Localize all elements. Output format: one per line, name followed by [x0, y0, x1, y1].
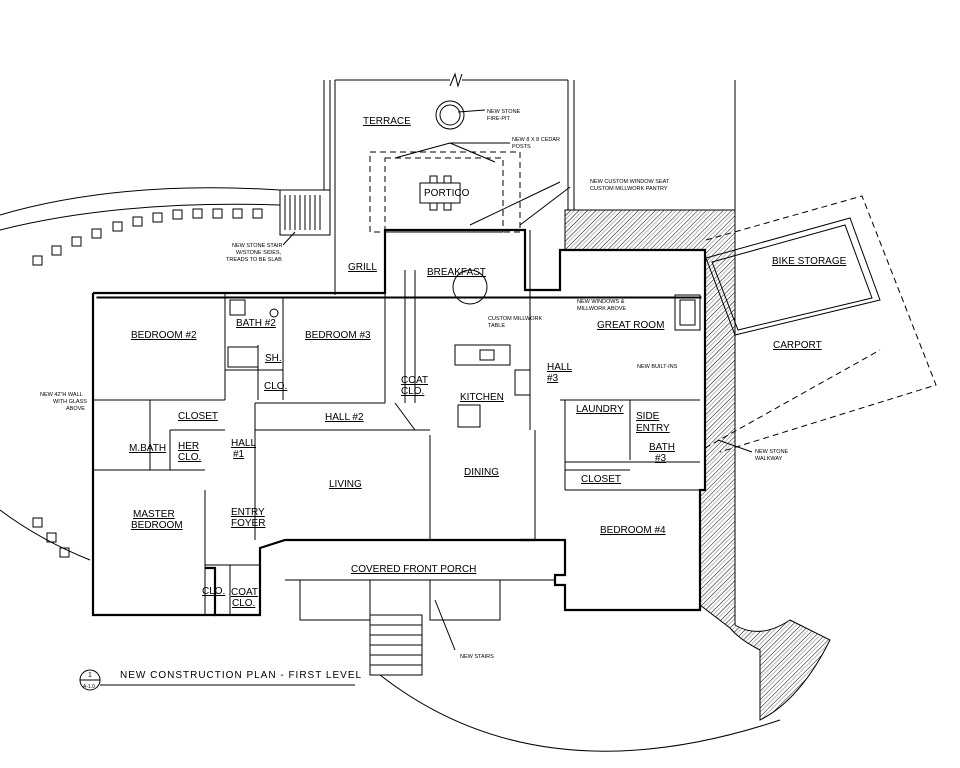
room-label-side-entry: SIDE: [636, 411, 660, 422]
note-stone-stair-2: W/STONE SIDES,: [236, 250, 282, 256]
room-label-bath-3: BATH: [649, 442, 675, 453]
bike-storage: [705, 217, 881, 336]
drawing-title: NEW CONSTRUCTION PLAN - FIRST LEVEL: [120, 670, 362, 681]
note-walkway: NEW STONE: [755, 449, 789, 455]
room-label-coat-closet-2: CLO.: [401, 386, 424, 397]
room-label-entry-foyer-2: FOYER: [231, 518, 265, 529]
room-label-bedroom-4: BEDROOM #4: [600, 525, 666, 536]
drawing-title-block: 1 A-1.0 NEW CONSTRUCTION PLAN - FIRST LE…: [79, 669, 362, 691]
note-window-seat: NEW CUSTOM WINDOW SEAT: [590, 179, 670, 185]
room-label-grill: GRILL: [348, 262, 377, 273]
note-windows: NEW WINDOWS &: [577, 299, 625, 305]
portico: [369, 142, 571, 233]
room-label-bath-3b: #3: [655, 453, 667, 464]
room-label-great-room: GREAT ROOM: [597, 320, 664, 331]
room-label-master-bedroom: MASTER: [133, 509, 175, 520]
sheet-number: 1: [88, 672, 92, 679]
note-fire-pit: NEW STONE: [487, 109, 521, 115]
room-label-hall-2: HALL #2: [325, 412, 364, 423]
note-42-wall-2: WITH GLASS: [53, 399, 87, 405]
note-pantry: CUSTOM MILLWORK PANTRY: [590, 186, 668, 192]
room-label-terrace: TERRACE: [363, 116, 411, 127]
room-label-bedroom-3: BEDROOM #3: [305, 330, 371, 341]
interior-walls: [93, 230, 700, 615]
note-42-wall-3: ABOVE: [66, 406, 85, 412]
fire-pit: [435, 100, 486, 130]
room-label-her-closet: HER: [178, 441, 199, 452]
exterior-walls: [91, 228, 707, 617]
room-label-covered-front-porch: COVERED FRONT PORCH: [351, 564, 476, 575]
room-label-side-entry-2: ENTRY: [636, 423, 670, 434]
room-label-hall-3b: #3: [547, 373, 559, 384]
room-label-bedroom-2: BEDROOM #2: [131, 330, 197, 341]
room-label-entry-foyer: ENTRY: [231, 507, 265, 518]
room-label-bike-storage: BIKE STORAGE: [772, 256, 847, 267]
sheet-reference: A-1.0: [83, 684, 95, 690]
room-label-living: LIVING: [329, 479, 362, 490]
room-label-dining: DINING: [464, 467, 499, 478]
terrace-boundary: [323, 72, 736, 295]
room-label-portico: PORTICO: [424, 188, 470, 199]
note-stone-stair: NEW STONE STAIR: [232, 243, 283, 249]
note-millwork-table: CUSTOM MILLWORK: [488, 316, 543, 322]
room-label-coat-closet-b2: CLO.: [232, 598, 255, 609]
carport: [704, 195, 937, 453]
note-walkway-2: WALKWAY: [755, 456, 783, 462]
room-label-closet-master: CLOSET: [178, 411, 218, 422]
note-built-ins: NEW BUILT-INS: [637, 364, 678, 370]
room-label-master-bedroom-2: BEDROOM: [131, 520, 183, 531]
room-label-closet: CLO.: [264, 381, 287, 392]
room-label-shower: SH.: [265, 353, 282, 364]
room-label-coat-closet-b: COAT: [231, 587, 258, 598]
room-label-hall-3: HALL: [547, 362, 572, 373]
room-label-coat-closet: COAT: [401, 375, 428, 386]
room-label-carport: CARPORT: [773, 340, 822, 351]
room-label-master-bath: M.BATH: [129, 443, 166, 454]
room-label-hall-1: HALL: [231, 438, 256, 449]
note-windows-2: MILLWORK ABOVE: [577, 306, 626, 312]
stepping-stones: [0, 187, 281, 561]
note-fire-pit-2: FIRE-PIT: [487, 116, 511, 122]
room-label-hall-1b: #1: [233, 449, 245, 460]
note-stone-stair-3: TREADS TO BE SLAB: [226, 257, 282, 263]
front-porch: [285, 579, 781, 752]
room-label-closet-b: CLO.: [202, 586, 225, 597]
note-42-wall: NEW 42"H WALL: [40, 392, 83, 398]
stone-stair: [279, 189, 331, 246]
note-posts: NEW 8 X 8 CEDAR: [512, 137, 560, 143]
room-label-her-closet-2: CLO.: [178, 452, 201, 463]
note-posts-2: POSTS: [512, 144, 531, 150]
note-millwork-table-2: TABLE: [488, 323, 505, 329]
room-label-kitchen: KITCHEN: [460, 392, 504, 403]
stone-wall: [564, 209, 831, 721]
room-label-bath-2: BATH #2: [236, 318, 276, 329]
note-new-stairs: NEW STAIRS: [460, 654, 494, 660]
room-label-closet-4: CLOSET: [581, 474, 621, 485]
room-label-breakfast: BREAKFAST: [427, 267, 486, 278]
kitchen-fixtures: [227, 269, 701, 428]
room-label-laundry: LAUNDRY: [576, 404, 624, 415]
